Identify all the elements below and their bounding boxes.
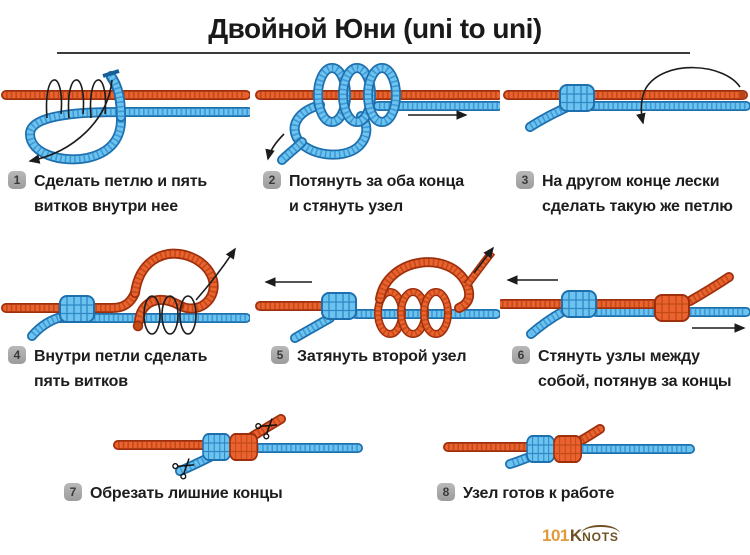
rope-end-cap: [132, 320, 144, 332]
wrap-coil: [45, 79, 63, 119]
brand-logo: 101 K NOTS: [542, 525, 620, 546]
step-1-illustration: [0, 69, 250, 170]
step-number-badge: 7: [64, 483, 82, 501]
step-number-badge: 1: [8, 171, 26, 189]
step-caption-text: Сделать петлю и пять витков внутри нее: [34, 169, 207, 219]
caption-line: Потянуть за оба конца: [289, 173, 464, 190]
uni-knot-orange: [654, 294, 690, 322]
direction-arrow: [473, 246, 494, 274]
rope-end-cap: [102, 69, 120, 78]
logo-number: 101: [542, 526, 569, 545]
direction-arrow: [265, 133, 285, 161]
step-2-illustration: [250, 62, 500, 170]
direction-arrow: [28, 79, 113, 164]
uni-knot-blue: [321, 292, 357, 320]
uni-knot-orange: [553, 435, 583, 463]
step-caption-4: 4 Внутри петли сделать пять витков: [8, 344, 208, 394]
step-caption-6: 6 Стянуть узлы между собой, потянув за к…: [512, 344, 732, 394]
step-4-illustration: [0, 247, 250, 346]
wrap-coil: [161, 295, 179, 335]
caption-line: Узел готов к работе: [463, 485, 615, 502]
logo-initial: K: [569, 526, 583, 545]
logo-rest: NOTS: [581, 525, 620, 544]
step-caption-5: 5 Затянуть второй узел: [271, 344, 467, 369]
uni-knot-orange: [229, 433, 259, 461]
wrap-coil: [67, 79, 85, 119]
wrap-coil: [143, 295, 161, 335]
caption-line: сделать такую же петлю: [542, 198, 733, 215]
uni-knot-blue: [202, 433, 232, 461]
step-8-illustration: [400, 410, 750, 480]
caption-line: Внутри петли сделать: [34, 348, 208, 365]
uni-knot-blue: [561, 290, 597, 318]
step-caption-text: Затянуть второй узел: [297, 344, 467, 369]
step-caption-2: 2 Потянуть за оба конца и стянуть узел: [263, 169, 464, 219]
step-caption-text: Потянуть за оба конца и стянуть узел: [289, 169, 464, 219]
step-number-badge: 3: [516, 171, 534, 189]
caption-line: Обрезать лишние концы: [90, 485, 283, 502]
step-caption-text: Внутри петли сделать пять витков: [34, 344, 208, 394]
uni-knot-blue: [559, 84, 595, 112]
step-caption-7: 7 Обрезать лишние концы: [64, 481, 283, 506]
caption-line: Сделать петлю и пять: [34, 173, 207, 190]
wrap-coil: [89, 79, 107, 119]
step-3-illustration: [500, 66, 750, 170]
caption-line: Затянуть второй узел: [297, 348, 467, 365]
caption-line: и стянуть узел: [289, 198, 403, 215]
caption-line: Стянуть узлы между: [538, 348, 700, 365]
direction-arrow: [636, 66, 741, 125]
caption-line: собой, потянув за концы: [538, 373, 732, 390]
step-5-illustration: [250, 246, 500, 346]
step-caption-text: Стянуть узлы между собой, потянув за кон…: [538, 344, 732, 394]
step-number-badge: 6: [512, 346, 530, 364]
step-6-illustration: [500, 242, 750, 346]
step-number-badge: 2: [263, 171, 281, 189]
step-caption-3: 3 На другом конце лески сделать такую же…: [516, 169, 733, 219]
wrap-coil: [179, 295, 197, 335]
uni-knot-blue: [59, 295, 95, 323]
caption-line: На другом конце лески: [542, 173, 720, 190]
title-underline: [57, 52, 690, 54]
step-7-illustration: [60, 413, 390, 481]
step-number-badge: 5: [271, 346, 289, 364]
caption-line: пять витков: [34, 373, 128, 390]
uni-knot-blue: [526, 435, 556, 463]
direction-arrow: [195, 247, 236, 301]
caption-line: витков внутри нее: [34, 198, 178, 215]
step-caption-1: 1 Сделать петлю и пять витков внутри нее: [8, 169, 207, 219]
page-title: Двойной Юни (uni to uni): [208, 13, 542, 44]
step-caption-text: Узел готов к работе: [463, 481, 614, 506]
step-caption-text: Обрезать лишние концы: [90, 481, 283, 506]
step-number-badge: 8: [437, 483, 455, 501]
step-number-badge: 4: [8, 346, 26, 364]
step-caption-text: На другом конце лески сделать такую же п…: [542, 169, 733, 219]
step-caption-8: 8 Узел готов к работе: [437, 481, 614, 506]
